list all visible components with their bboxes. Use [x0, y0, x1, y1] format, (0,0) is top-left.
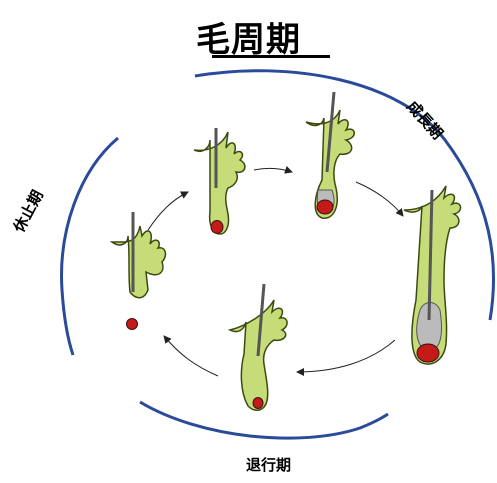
- follicle-mid-anagen: [305, 91, 355, 219]
- follicle-telogen: [109, 212, 167, 330]
- follicle-full-anagen: [403, 185, 462, 365]
- follicle-early-anagen: [193, 128, 246, 235]
- arrow-telogen-to-early-anagen: [147, 191, 189, 231]
- title-underline: [212, 55, 330, 58]
- telogen-arc: [60, 136, 119, 356]
- arrow-catagen-to-telogen: [163, 335, 219, 377]
- page-title: 毛周期: [196, 20, 301, 60]
- catagen-arc: [139, 400, 389, 440]
- anagen-arc: [194, 69, 495, 321]
- phase-label-catagen: 退行期: [246, 456, 292, 474]
- arrow-early-to-mid-anagen: [253, 165, 293, 174]
- arrow-mid-to-full-anagen: [355, 181, 404, 217]
- follicle-catagen: [227, 283, 288, 411]
- arrow-anagen-to-catagen: [296, 339, 396, 376]
